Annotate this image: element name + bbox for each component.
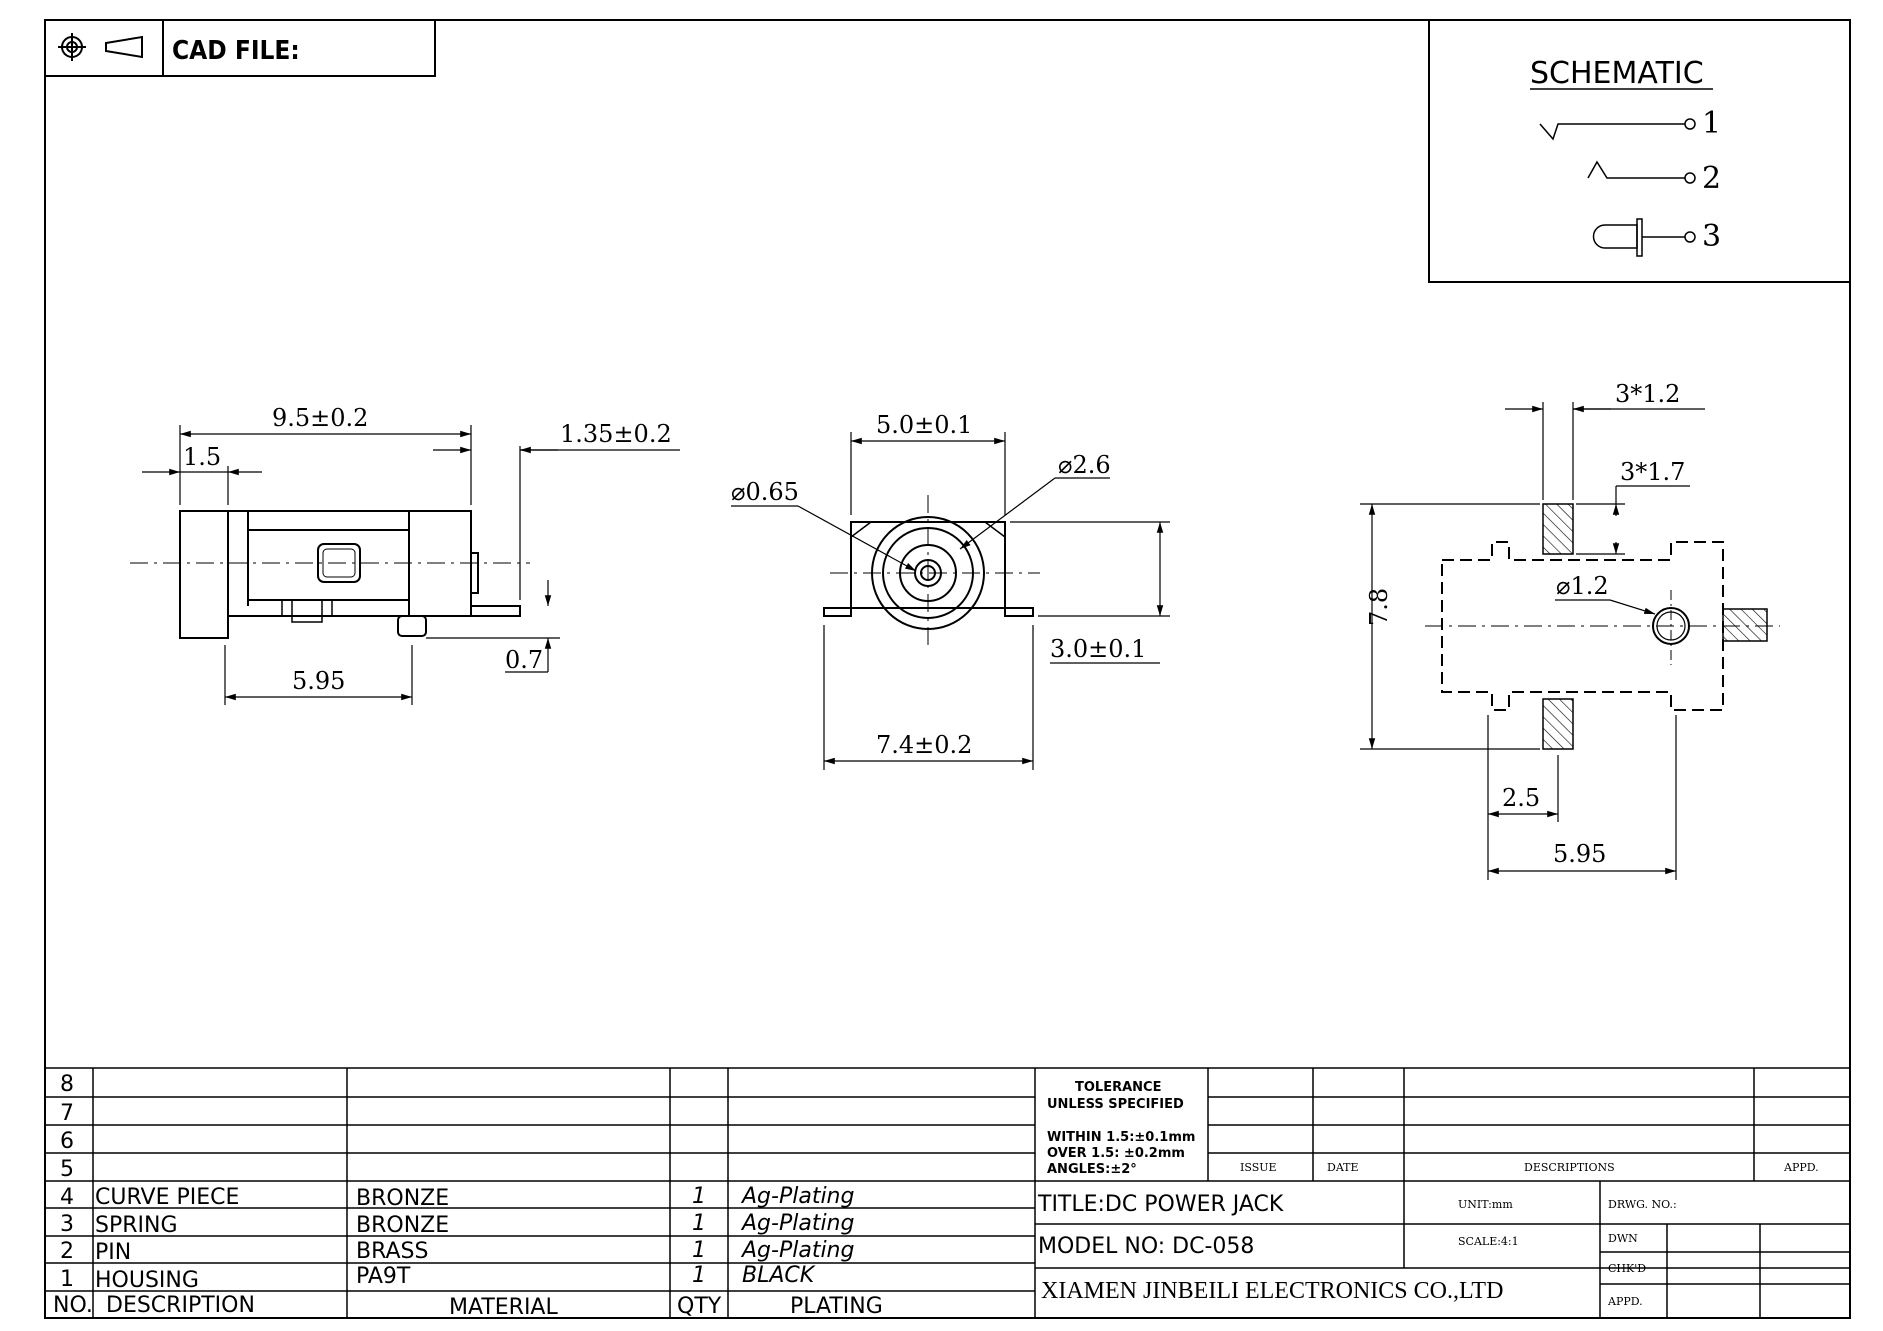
cad-file-box: CAD FILE: [44, 19, 436, 77]
dim-bottom-offset: 2.5 [1502, 784, 1540, 812]
approved-label: APPD. [1607, 1295, 1643, 1308]
side-view [130, 510, 530, 639]
dim-front-bore-dia: ⌀2.6 [1058, 451, 1111, 479]
drawing-number-label: DRWG. NO.: [1608, 1198, 1677, 1211]
tolerance-subtitle: UNLESS SPECIFIED [1047, 1097, 1184, 1112]
dim-front-height: 3.0±0.1 [1050, 635, 1146, 663]
schematic-box: SCHEMATIC 1 2 3 [1428, 19, 1851, 283]
front-view [823, 495, 1040, 650]
unit-label: UNIT:mm [1458, 1198, 1513, 1211]
tolerance-over: OVER 1.5: ±0.2mm [1047, 1146, 1185, 1161]
scale-label: SCALE:4:1 [1458, 1235, 1519, 1248]
schematic-pin-3: 3 [1702, 219, 1721, 254]
bottom-view [1425, 503, 1780, 750]
bom-item-no: 1 [60, 1267, 74, 1292]
dim-front-width: 5.0±0.1 [876, 411, 972, 439]
dim-side-flange: 1.5 [183, 443, 221, 471]
title-block-grid [1035, 1068, 1850, 1318]
dim-front-overall: 7.4±0.2 [876, 731, 972, 759]
bom-header-material: MATERIAL [449, 1295, 558, 1320]
drawing-title: TITLE:DC POWER JACK [1037, 1192, 1284, 1217]
bom-item-plating: Ag-Plating [740, 1238, 854, 1263]
bom-item-qty: 1 [692, 1238, 706, 1263]
bom-item-no: 3 [60, 1212, 74, 1237]
dim-side-foot: 0.7 [505, 646, 543, 674]
bom-item-description: CURVE PIECE [95, 1185, 239, 1210]
revision-issue-header: ISSUE [1240, 1161, 1277, 1174]
bom-row-no-5: 5 [60, 1157, 74, 1182]
bom-header-plating: PLATING [790, 1294, 883, 1319]
bom-item-qty: 1 [692, 1263, 706, 1288]
bom-item-material: BRONZE [356, 1213, 449, 1238]
bom-item-qty: 1 [692, 1184, 706, 1209]
bom-row-no-6: 6 [60, 1129, 74, 1154]
revision-date-header: DATE [1327, 1161, 1359, 1174]
bom-item-plating: BLACK [742, 1263, 816, 1288]
bom-row-no-7: 7 [60, 1101, 74, 1126]
revision-appd-header: APPD. [1783, 1161, 1819, 1174]
bottom-dimensions [1360, 402, 1705, 880]
bom-item-description: PIN [95, 1240, 131, 1265]
dim-side-length: 9.5±0.2 [272, 404, 368, 432]
sheet-border [44, 19, 1851, 1319]
bom-item-material: BRONZE [356, 1186, 449, 1211]
bom-item-description: HOUSING [95, 1268, 199, 1293]
schematic-pin-1: 1 [1702, 106, 1721, 141]
bom-item-plating: Ag-Plating [740, 1184, 854, 1209]
dim-bottom-hole: ⌀1.2 [1556, 572, 1609, 600]
tolerance-angles: ANGLES:±2° [1047, 1162, 1137, 1177]
model-number: MODEL NO: DC-058 [1038, 1234, 1254, 1259]
projection-symbol-icon [58, 33, 143, 61]
schematic-title: SCHEMATIC [1530, 56, 1704, 91]
bom-item-material: PA9T [356, 1264, 411, 1289]
dim-bottom-pad-height: 3*1.7 [1620, 458, 1685, 486]
tolerance-within: WITHIN 1.5:±0.1mm [1047, 1130, 1195, 1145]
cad-file-label: CAD FILE: [172, 36, 300, 66]
dim-side-base: 5.95 [292, 667, 345, 695]
bom-item-plating: Ag-Plating [740, 1211, 854, 1236]
bom-grid [45, 1067, 1850, 1318]
dim-front-pin-dia: ⌀0.65 [731, 478, 799, 506]
side-dimensions [142, 425, 680, 705]
bom-header-description: DESCRIPTION [106, 1293, 255, 1318]
front-dimensions [731, 432, 1170, 770]
dim-bottom-length: 5.95 [1553, 840, 1606, 868]
bom-row-no-8: 8 [60, 1072, 74, 1097]
bom-item-qty: 1 [692, 1211, 706, 1236]
schematic-pin-2: 2 [1702, 161, 1721, 196]
checked-label: CHK'D [1608, 1262, 1646, 1275]
bom-header-qty: QTY [677, 1294, 722, 1319]
bom-header-no: NO. [53, 1293, 93, 1318]
dim-bottom-pad-width: 3*1.2 [1615, 380, 1680, 408]
company-name: XIAMEN JINBEILI ELECTRONICS CO.,LTD [1041, 1278, 1503, 1304]
revision-descriptions-header: DESCRIPTIONS [1524, 1161, 1615, 1174]
drawn-label: DWN [1608, 1232, 1638, 1245]
dim-bottom-height: 7.8 [1365, 588, 1393, 626]
bom-item-no: 2 [60, 1239, 74, 1264]
bom-item-material: BRASS [356, 1239, 428, 1264]
dim-side-pin-offset: 1.35±0.2 [560, 420, 672, 448]
bom-item-no: 4 [60, 1185, 74, 1210]
tolerance-title: TOLERANCE [1075, 1080, 1161, 1095]
bom-item-description: SPRING [95, 1213, 178, 1238]
